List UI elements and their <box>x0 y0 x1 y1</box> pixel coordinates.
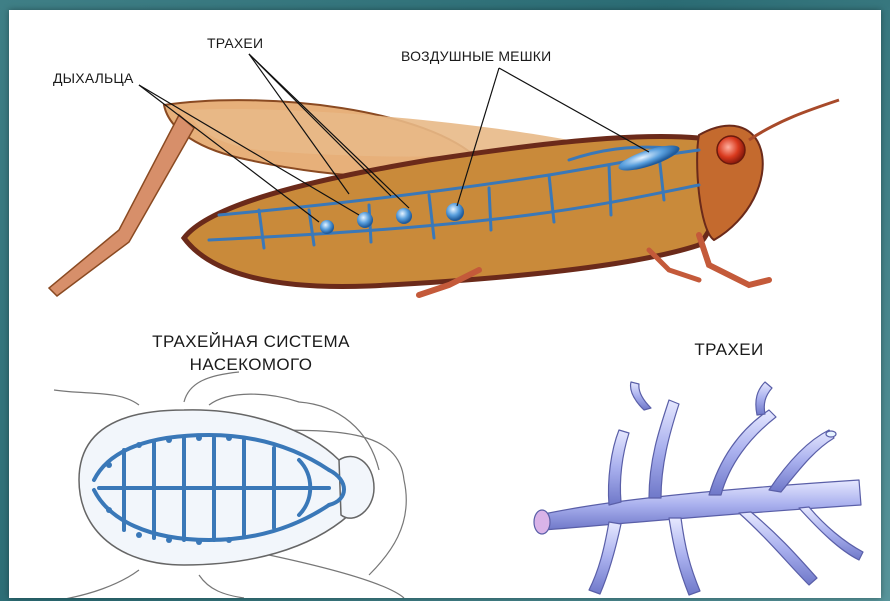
label-tracheae-top: ТРАХЕИ <box>207 35 263 51</box>
air-sac-2 <box>357 212 373 228</box>
trachea-tubes-illustration <box>534 382 863 595</box>
grasshopper-antenna <box>749 100 839 140</box>
diagram-artwork <box>9 10 881 598</box>
air-sac-3 <box>396 208 412 224</box>
air-sac-4 <box>446 203 464 221</box>
grasshopper-illustration <box>49 54 839 296</box>
label-air-sacs: ВОЗДУШНЫЕ МЕШКИ <box>401 48 551 64</box>
label-system-line2: НАСЕКОМОГО <box>121 355 381 375</box>
grasshopper-front-leg <box>699 235 769 285</box>
diagram-frame: ТРАХЕИ ВОЗДУШНЫЕ МЕШКИ ДЫХАЛЬЦА ТРАХЕЙНА… <box>9 10 881 598</box>
air-sac-1 <box>320 220 334 234</box>
label-system-line1: ТРАХЕЙНАЯ СИСТЕМА <box>121 332 381 352</box>
grasshopper-hind-tibia <box>49 115 194 296</box>
label-spiracles: ДЫХАЛЬЦА <box>53 70 134 86</box>
label-tracheae-bottom: ТРАХЕИ <box>669 340 789 360</box>
grasshopper-eye <box>717 136 745 164</box>
insect-top-view <box>54 372 406 598</box>
